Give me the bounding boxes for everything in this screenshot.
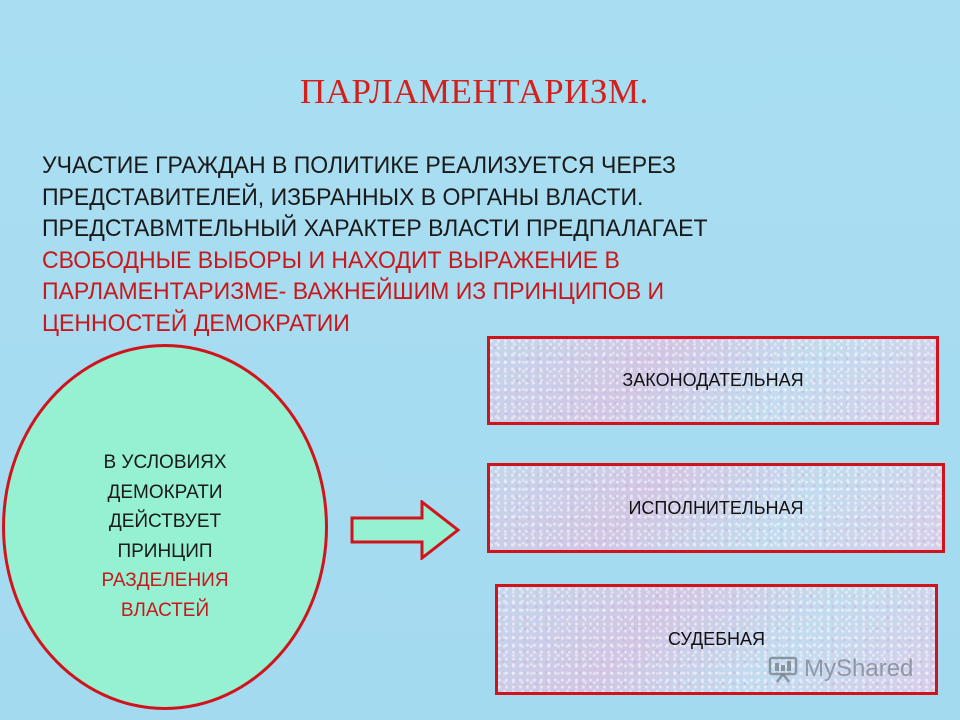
branch-label: ЗАКОНОДАТЕЛЬНАЯ	[622, 370, 804, 390]
slide-title: ПАРЛАМЕНТАРИЗМ.	[300, 72, 649, 111]
branch-judicial-box: СУДЕБНАЯ	[495, 584, 938, 695]
branch-legislative-box: ЗАКОНОДАТЕЛЬНАЯ	[487, 336, 939, 425]
paragraph-line-emphasis: ПАРЛАМЕНТАРИЗМЕ- ВАЖНЕЙШИМ ИЗ ПРИНЦИПОВ …	[42, 278, 665, 305]
paragraph-line-emphasis: СВОБОДНЫЕ ВЫБОРЫ И НАХОДИТ ВЫРАЖЕНИЕ В	[42, 246, 620, 274]
presentation-board-icon	[768, 656, 798, 683]
paragraph-line-emphasis: ЦЕННОСТЕЙ ДЕМОКРАТИИ	[42, 309, 350, 337]
principle-line: ДЕЙСТВУЕТ	[108, 511, 222, 532]
principle-line-emphasis: РАЗДЕЛЕНИЯ	[101, 570, 229, 591]
paragraph-line: УЧАСТИЕ ГРАЖДАН В ПОЛИТИКЕ РЕАЛИЗУЕТСЯ Ч…	[42, 152, 676, 179]
principle-text: В УСЛОВИЯХ ДЕМОКРАТИ ДЕЙСТВУЕТ ПРИНЦИП Р…	[70, 448, 260, 625]
principle-line-emphasis: ВЛАСТЕЙ	[120, 599, 210, 621]
principle-ellipse	[2, 344, 328, 710]
branch-executive-box: ИСПОЛНИТЕЛЬНАЯ	[487, 463, 945, 553]
branch-label: СУДЕБНАЯ	[667, 629, 766, 649]
branch-label: ИСПОЛНИТЕЛЬНАЯ	[628, 497, 804, 518]
right-arrow-icon	[350, 500, 461, 560]
principle-line: В УСЛОВИЯХ	[103, 452, 227, 473]
watermark-text: MyShared	[804, 655, 914, 682]
paragraph-line: ПРЕДСТАВМТЕЛЬНЫЙ ХАРАКТЕР ВЛАСТИ ПРЕДПАЛ…	[42, 215, 708, 242]
principle-line: ДЕМОКРАТИ	[107, 481, 223, 503]
paragraph-line: ПРЕДСТАВИТЕЛЕЙ, ИЗБРАННЫХ В ОРГАНЫ ВЛАСТ…	[42, 183, 644, 211]
watermark: MyShared	[768, 655, 913, 683]
principle-line: ПРИНЦИП	[117, 540, 213, 562]
intro-paragraph: УЧАСТИЕ ГРАЖДАН В ПОЛИТИКЕ РЕАЛИЗУЕТСЯ Ч…	[42, 150, 794, 339]
